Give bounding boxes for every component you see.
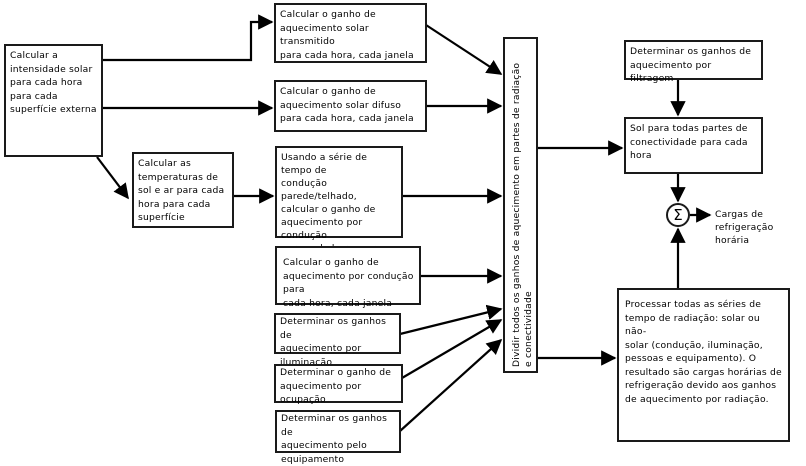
box-occupancy-gain: Determinar o ganho de aquecimento por oc…	[274, 364, 403, 405]
arrow-transmitted-to-split	[425, 24, 503, 75]
box-radiant-time-series: Processar todas as séries de tempo de ra…	[617, 288, 790, 442]
sum-icon: Σ	[666, 203, 690, 227]
box-wall-conduction-gain: Usando a série de tempo de condução pare…	[275, 146, 403, 280]
arrow-intensity-to-transmitted	[102, 14, 274, 62]
arrow-occupancy-to-split	[401, 319, 503, 379]
box-diffuse-solar-gain: Calcular o ganho de aquecimento solar di…	[274, 80, 427, 132]
split-text: Dividir todos os ganhos de aquecimento e…	[511, 62, 534, 367]
box-equipment-gain: Determinar os ganhos de aquecimento pelo…	[275, 410, 401, 465]
connector-arrows	[96, 14, 712, 432]
arrow-lighting-to-split	[399, 304, 503, 336]
box-infiltration-gain: Determinar os ganhos de aquecimento por …	[624, 40, 763, 84]
arrow-intensity-to-temps	[96, 156, 129, 200]
box-window-conduction-gain: Calcular o ganho de aquecimento por cond…	[275, 246, 421, 309]
box-solar-intensity: Calcular a intensidade solar para cada h…	[4, 44, 103, 157]
box-split-radiant-convective: Dividir todos os ganhos de aquecimento e…	[503, 37, 538, 373]
arrow-equipment-to-split	[399, 338, 503, 432]
output-label-hourly-cooling-loads: Cargas de refrigeração horária	[715, 209, 774, 246]
box-transmitted-solar-gain: Calcular o ganho de aquecimento solar tr…	[274, 3, 427, 63]
box-sum-convective: Sol para todas partes de conectividade p…	[624, 117, 763, 174]
box-sol-air-temperatures: Calcular as temperaturas de sol e ar par…	[132, 152, 234, 228]
box-lighting-gain: Determinar os ganhos de aquecimento por …	[274, 313, 401, 368]
